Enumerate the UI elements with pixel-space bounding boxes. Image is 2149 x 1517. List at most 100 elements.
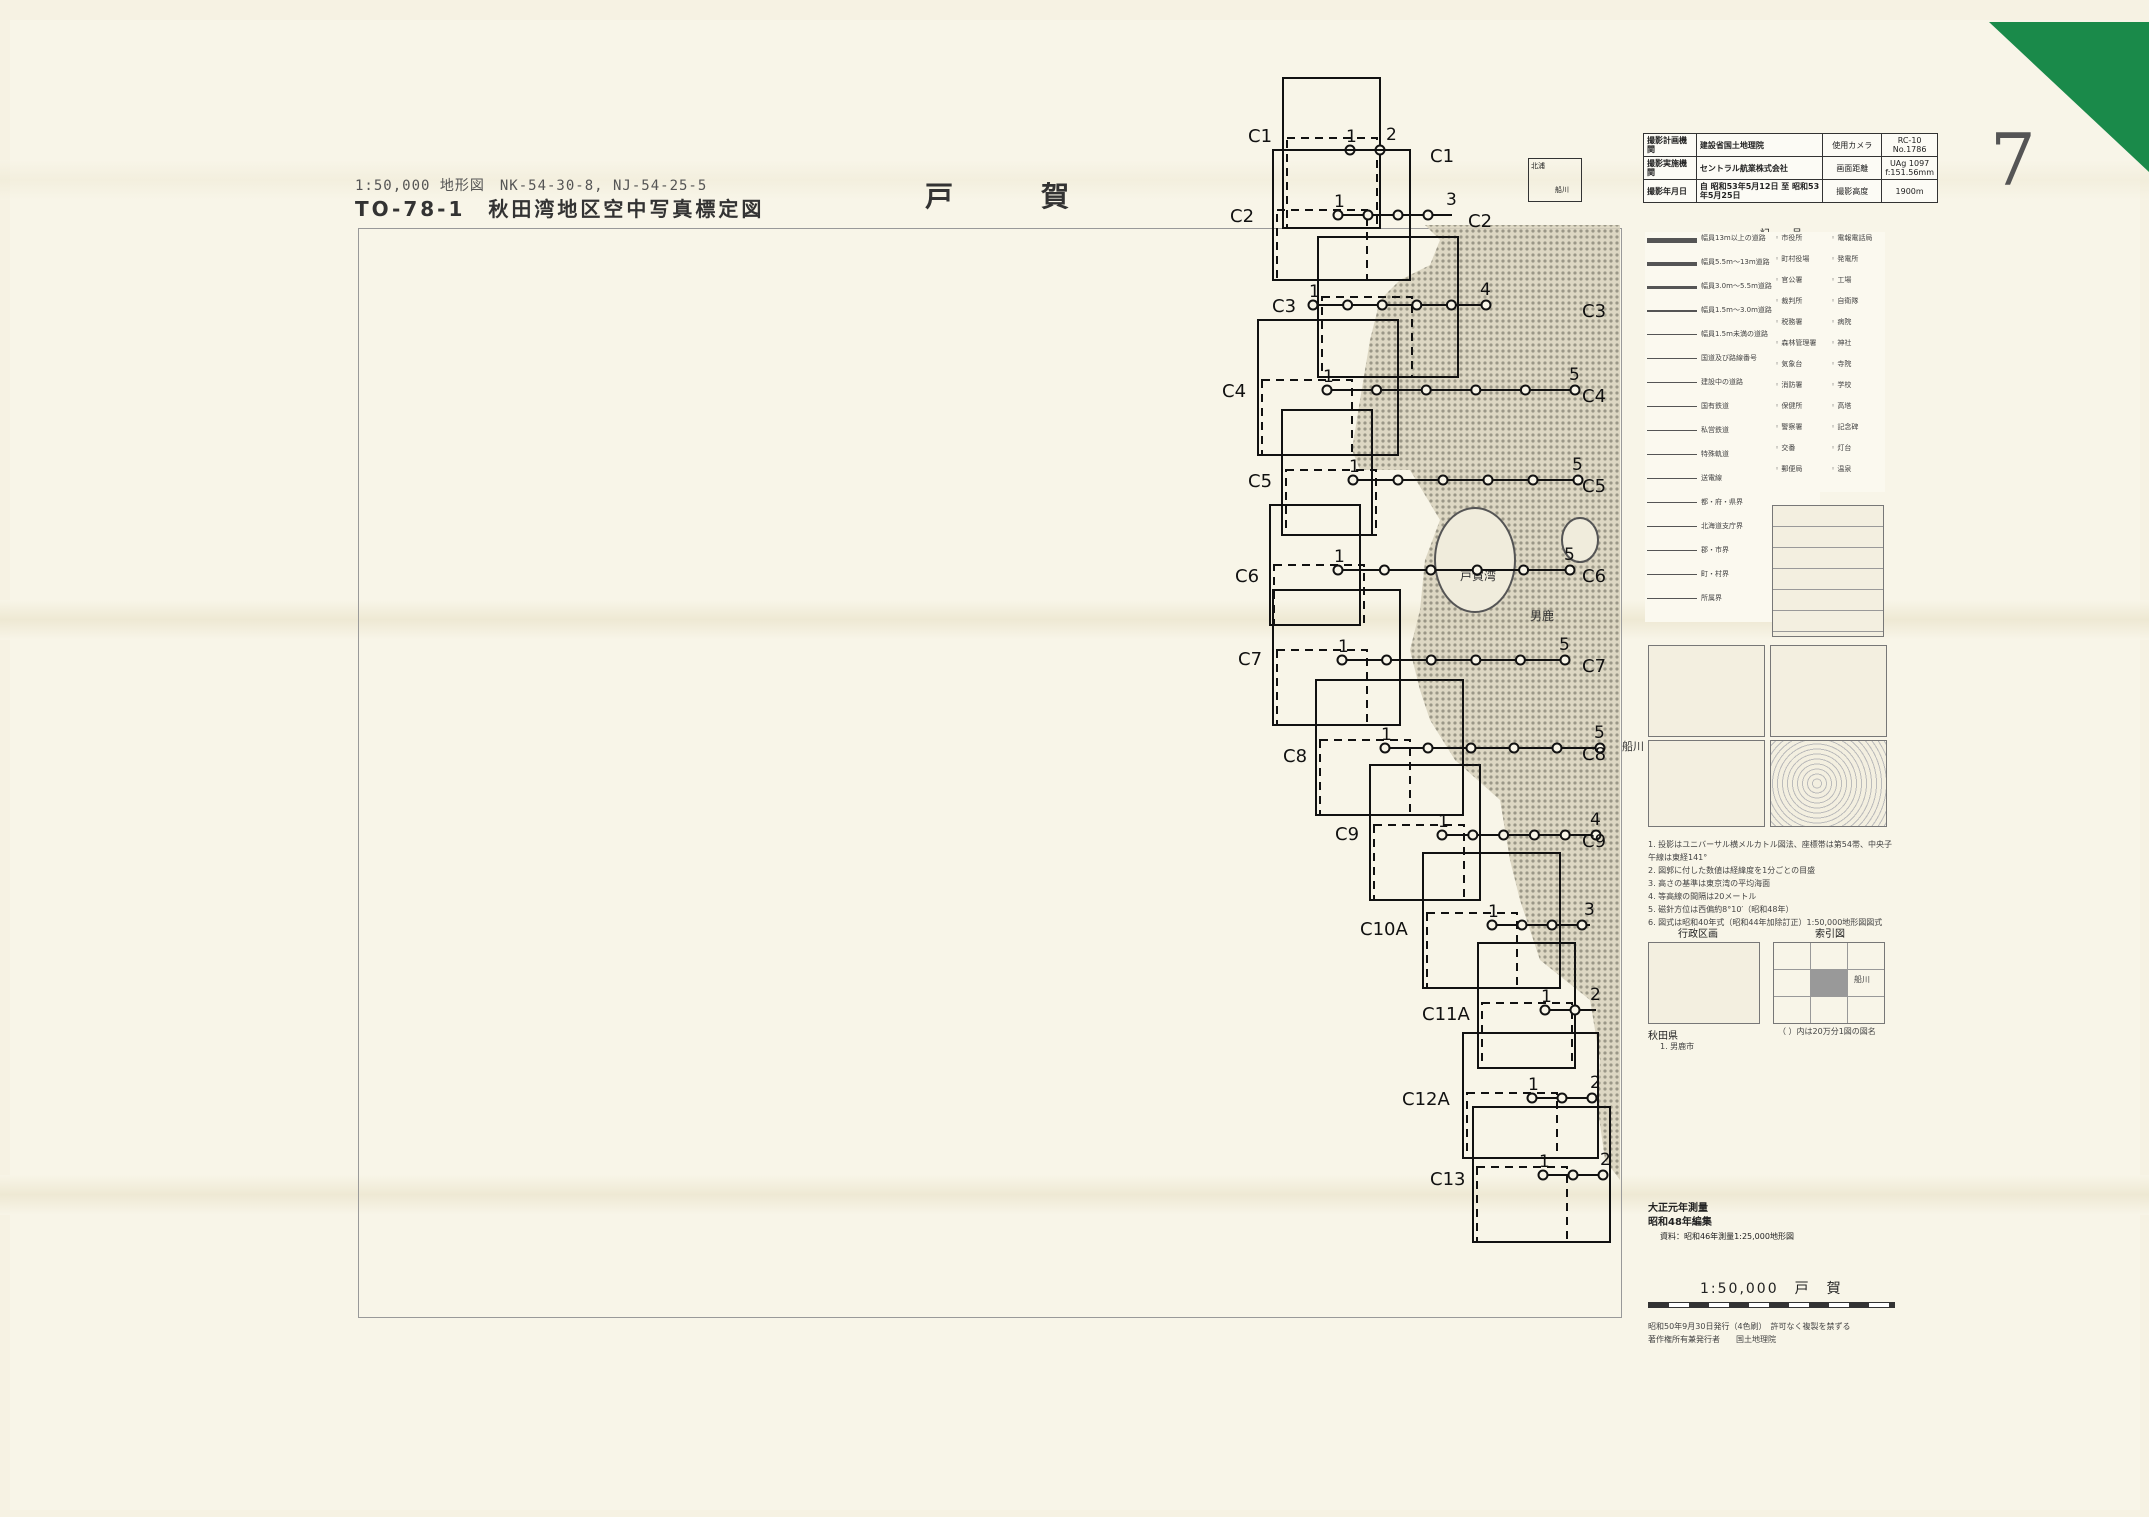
publish-line: 昭和50年9月30日発行（4色刷） 許可なく複製を禁ずる [1648, 1322, 1851, 1331]
table-cell: 撮影計画機関 [1643, 133, 1697, 157]
photo-number-last: 2 [1386, 125, 1397, 145]
photo-center [1556, 1092, 1568, 1104]
survey-line: 大正元年測量 [1648, 1203, 1708, 1214]
photo-center [1514, 654, 1526, 666]
photo-center [1518, 564, 1530, 576]
photo-center [1422, 742, 1434, 754]
photo-center [1480, 299, 1492, 311]
photo-center [1411, 299, 1423, 311]
photo-center [1332, 564, 1344, 576]
photo-number-last: 3 [1446, 190, 1457, 210]
photo-number-first: 1 [1539, 1152, 1550, 1172]
legend-symbol [1647, 598, 1697, 599]
legend-label: ◦ 交番 [1775, 444, 1796, 452]
index-map-title: 索引図 [1815, 929, 1845, 940]
legend-label: 建設中の道路 [1701, 378, 1743, 386]
legend-symbol [1647, 406, 1697, 407]
course-label-left: C13 [1430, 1169, 1465, 1190]
photo-center [1519, 384, 1531, 396]
legend-label: ◦ 記念碑 [1831, 423, 1859, 431]
photo-center [1516, 919, 1528, 931]
index-map: 船川 [1773, 942, 1885, 1024]
map-label-mountain: 男鹿 [1530, 608, 1554, 623]
course-label-left: C12A [1402, 1089, 1450, 1110]
course-label-left: C7 [1238, 649, 1262, 670]
lake-toga [1434, 507, 1516, 613]
photo-center [1422, 209, 1434, 221]
photo-center [1526, 1092, 1538, 1104]
table-cell: 撮影高度 [1822, 179, 1883, 203]
photo-center [1594, 742, 1606, 754]
legend-symbol [1647, 262, 1697, 266]
photo-number-first: 1 [1488, 902, 1499, 922]
photo-number-last: 4 [1480, 280, 1491, 300]
photo-number-last: 5 [1569, 365, 1580, 385]
course-label-left: C2 [1230, 206, 1254, 227]
photo-center [1569, 384, 1581, 396]
photo-center [1508, 742, 1520, 754]
photo-footprint [1472, 1106, 1611, 1243]
photo-number-last: 5 [1564, 545, 1575, 565]
series-label: 1:50,000 地形図 NK-54-30-8, NJ-54-25-5 [355, 178, 708, 194]
overlap-footprint [1276, 209, 1368, 281]
photo-number-first: 1 [1323, 367, 1334, 387]
legend-label: ◦ 市役所 [1775, 234, 1803, 242]
photo-number-last: 5 [1594, 723, 1605, 743]
photo-center [1336, 654, 1348, 666]
course-label-right: C3 [1582, 301, 1606, 322]
table-cell: 建設省国土地理院 [1695, 133, 1824, 157]
overlap-footprint [1466, 1092, 1558, 1159]
legend-symbol [1647, 550, 1697, 551]
legend-label: ◦ 町村役場 [1775, 255, 1810, 263]
legend-label: ◦ 郵便局 [1775, 465, 1803, 473]
legend-label: 特殊軌道 [1701, 450, 1729, 458]
land-area [1352, 225, 1620, 1180]
legend-symbol [1647, 358, 1697, 359]
legend-label: 幅員1.5m〜3.0m道路 [1701, 306, 1772, 314]
course-label-right: C6 [1582, 566, 1606, 587]
legend-label: 都・府・県界 [1701, 498, 1743, 506]
photo-center [1551, 742, 1563, 754]
course-label-left: C9 [1335, 824, 1359, 845]
photo-center [1420, 384, 1432, 396]
handwritten-number: 7 [1990, 118, 2036, 202]
photo-footprint [1282, 77, 1381, 229]
legend-label: 幅員13m以上の道路 [1701, 234, 1766, 242]
table-row: 撮影年月日 自 昭和53年5月12日 至 昭和53年5月25日 撮影高度 190… [1643, 179, 1938, 203]
legend-symbol [1647, 286, 1697, 289]
photo-number-last: 2 [1590, 985, 1601, 1005]
inset-settlement [1648, 645, 1765, 737]
legend-symbol [1647, 238, 1697, 243]
photo-number-first: 1 [1338, 637, 1349, 657]
legend-symbol [1647, 502, 1697, 503]
overlap-footprint [1476, 1166, 1568, 1243]
legend-symbol [1647, 454, 1697, 455]
photo-footprint [1272, 589, 1401, 726]
index-map-footnote: （ ）内は20万分1図の図名 [1778, 1027, 1876, 1036]
overlap-footprint [1319, 739, 1411, 816]
legend-label: 町・村界 [1701, 570, 1729, 578]
table-cell: 自 昭和53年5月12日 至 昭和53年5月25日 [1695, 179, 1824, 203]
photo-center [1590, 829, 1602, 841]
table-cell: 撮影実施機関 [1643, 156, 1697, 180]
admin-pref: 秋田県 [1648, 1031, 1678, 1042]
survey-line: 資料：昭和46年測量1:25,000地形図 [1660, 1232, 1794, 1241]
photo-center [1381, 654, 1393, 666]
overlap-footprint [1261, 379, 1353, 456]
legend-symbol [1647, 478, 1697, 479]
legend-label: 幅員5.5m〜13m道路 [1701, 258, 1770, 266]
course-label-right: C9 [1582, 831, 1606, 852]
photo-center [1425, 654, 1437, 666]
course-label-right: C7 [1582, 656, 1606, 677]
photo-center [1376, 299, 1388, 311]
photo-center [1436, 829, 1448, 841]
legend-label: ◦ 温泉 [1831, 465, 1852, 473]
